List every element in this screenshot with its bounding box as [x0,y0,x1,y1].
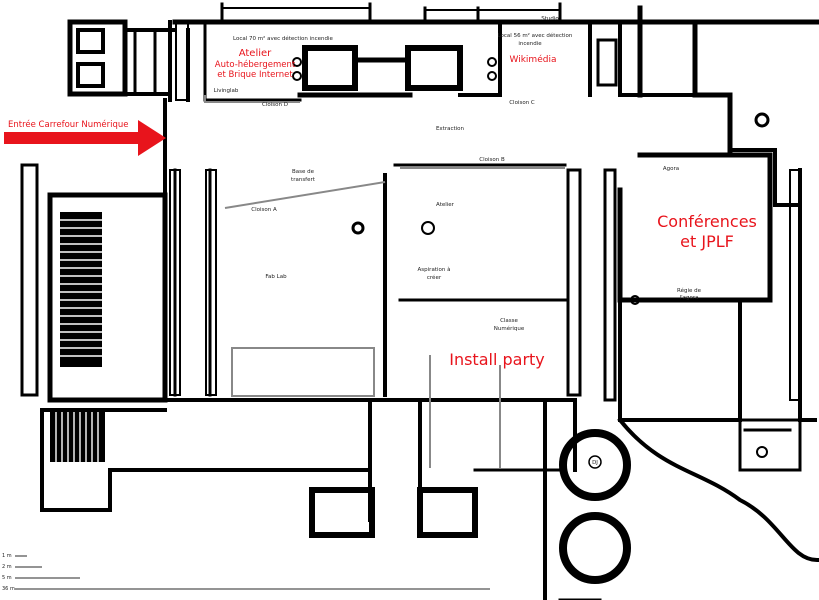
zone-conferences-line2: et JPLF [680,232,734,251]
zone-install-party: Install party [449,350,545,369]
room-agora: Agora [663,166,679,172]
room-studio: Studio [541,16,559,22]
room-base-transfert-line2: transfert [291,177,316,183]
room-local70: Local 70 m² avec détection incendie [233,35,333,42]
zone-conferences-line1: Conférences [657,212,757,231]
zone-wikimedia: Wikimédia [510,54,557,65]
room-cloison-a: Cloison A [251,207,277,213]
room-livinglab: Livinglab [214,88,239,94]
zone-labels: Atelier Auto-hébergement et Brique Inter… [215,48,757,369]
room-cloison-b: Cloison B [479,157,505,163]
room-labels: Local 70 m² avec détection incendie Loca… [214,16,702,466]
room-aspiration-line2: créer [427,274,442,281]
scale-2m: 2 m [2,564,12,570]
room-dj: DJ [592,460,598,466]
room-base-transfert-line1: Base de [292,169,315,175]
walls [20,2,819,600]
staircase [50,212,105,462]
room-fab-lab: Fab Lab [265,274,287,280]
zone-atelier-line1: Atelier [239,48,272,59]
scale-bar: 1 m 2 m 5 m 36 m [2,553,490,592]
zone-atelier-line3: et Brique Internet [217,70,293,80]
scale-5m: 5 m [2,575,12,581]
columns [292,57,770,584]
room-classe-line2: Numérique [494,325,525,332]
partitions [204,95,565,468]
scale-36m: 36 m [2,586,15,592]
room-aspiration-line1: Aspiration à [418,266,451,273]
room-classe-line1: Classe [500,318,518,324]
room-cloison-c: Cloison C [509,100,535,106]
room-atelier: Atelier [436,202,455,208]
entrance-arrow: Entrée Carrefour Numérique [4,119,166,156]
room-cloison-d: Cloison D [262,102,288,108]
room-local56-line2: incendie [518,41,542,47]
scale-1m: 1 m [2,553,12,559]
entrance-label: Entrée Carrefour Numérique [8,119,129,130]
room-regie-line2: l'agora [680,295,699,301]
room-extraction: Extraction [436,126,465,132]
room-local56-line1: Local 56 m² avec détection [498,32,573,39]
zone-atelier-line2: Auto-hébergement [215,59,296,70]
room-regie-line1: Régie de [677,287,702,294]
